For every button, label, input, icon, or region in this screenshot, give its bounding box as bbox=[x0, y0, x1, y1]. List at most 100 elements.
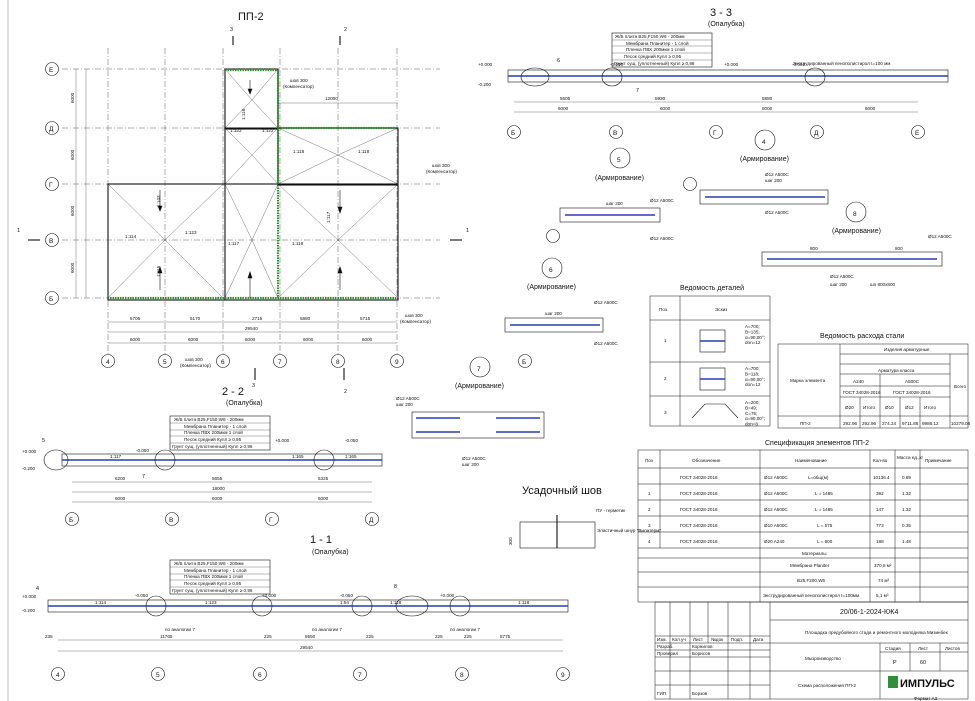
layer: Мембрана Планитер - 1 слой bbox=[184, 423, 247, 429]
details-head: Эскиз bbox=[715, 307, 727, 312]
tb-role: ГИП bbox=[657, 691, 666, 696]
level-mark: +0.000 bbox=[275, 438, 290, 443]
steel-cell: 9711.88 bbox=[902, 421, 919, 426]
company-name: ИМПУЛЬС bbox=[900, 678, 955, 690]
dim: 5775 bbox=[500, 634, 511, 639]
dim: 5930 bbox=[655, 96, 666, 101]
slope-label: 1:118 bbox=[293, 149, 305, 154]
company-logo: ИМПУЛЬС bbox=[888, 676, 955, 690]
section-2-2: 2 - 2 (Опалубка) Ж/Б плита В25,F150,W6 -… bbox=[22, 386, 383, 526]
axis: 5 bbox=[156, 672, 160, 679]
steel-sub: Ø12 bbox=[905, 405, 914, 410]
spec-len: L = 600 bbox=[817, 539, 833, 544]
tb-stage-h: Стадия bbox=[885, 646, 901, 651]
level-mark: +0.000 bbox=[262, 593, 277, 598]
dim-left: 6000 bbox=[70, 205, 75, 216]
axis: 7 bbox=[358, 672, 362, 679]
dim-total: 29540 bbox=[245, 326, 258, 331]
level-mark: +0.000 bbox=[22, 449, 37, 454]
dim-left: 6000 bbox=[70, 149, 75, 160]
tb-project: Площадка предубойного стада и ремонтного… bbox=[805, 629, 949, 635]
tb-head: Кол.уч bbox=[672, 637, 686, 642]
dim-bottom: 5705 bbox=[130, 316, 141, 321]
material-name: Мембрана Planiter bbox=[790, 563, 830, 568]
tb-role: Разраб. bbox=[657, 644, 674, 649]
level-mark: -0.050 bbox=[136, 448, 149, 453]
spec-pos: 2 bbox=[648, 507, 651, 512]
spec-name: Ø10 A500C bbox=[764, 523, 788, 528]
cut-2-top: 2 bbox=[344, 27, 347, 33]
plan-title: ПП-2 bbox=[238, 11, 264, 23]
steel-cell: 292.96 bbox=[862, 421, 876, 426]
layer: Ж/Б плита В25,F150,W6 - 200мм bbox=[615, 34, 685, 39]
slope-label: 1:165 bbox=[292, 454, 304, 459]
details-title: Ведомость деталей bbox=[680, 284, 744, 292]
spec-qty: 392 bbox=[876, 491, 884, 496]
steel-cell: 274.24 bbox=[882, 421, 896, 426]
spec-qty: 147 bbox=[876, 507, 884, 512]
spec-code: ГОСТ 34028-2016 bbox=[680, 539, 718, 544]
dim-bottom: 5715 bbox=[360, 316, 371, 321]
tb-person: Корнилов bbox=[692, 644, 713, 649]
dim: 11765 bbox=[160, 634, 173, 639]
joint-note-sub: (Компенсатор) bbox=[400, 319, 431, 324]
materials-header: Материалы bbox=[802, 551, 827, 556]
sec33-title: 3 - 3 bbox=[710, 7, 732, 19]
bar-note: Ø12 A500C bbox=[765, 172, 789, 177]
dim-axis: 6000 bbox=[303, 337, 314, 342]
axis: Д bbox=[369, 517, 374, 524]
detail-num: 7 bbox=[477, 366, 481, 373]
dim-axis: 6000 bbox=[558, 106, 569, 111]
axis: Г bbox=[269, 517, 273, 524]
tb-head: Дата bbox=[753, 637, 764, 642]
slope-label: 1:114 bbox=[125, 234, 137, 239]
callout-4: 4 bbox=[36, 586, 39, 592]
layer: Мембрана Планитер - 1 слой bbox=[184, 567, 247, 573]
bar-step: шаг 200 bbox=[830, 282, 847, 287]
tb-code: 20/06-1-2024-КЖ4 bbox=[840, 609, 899, 616]
spec-name: Ø12 A500C bbox=[764, 475, 788, 480]
bar-step: шаг 200 bbox=[396, 402, 413, 407]
slope-label: 1:118 bbox=[358, 149, 370, 154]
axis-col-5: 5 bbox=[163, 359, 167, 366]
bar-note: Ø12 A500C bbox=[594, 341, 618, 346]
dim-bottom: 6170 bbox=[190, 316, 201, 321]
detail-num: 6 bbox=[549, 267, 553, 274]
dim: 6200 bbox=[115, 476, 126, 481]
material-qty: 5,1 м³ bbox=[876, 593, 889, 598]
bar-note: Ø12 A500C bbox=[650, 236, 674, 241]
slope-label: 1:54 bbox=[340, 600, 349, 605]
bar-note: Ø12 A500C bbox=[650, 198, 674, 203]
axis: В bbox=[169, 517, 173, 524]
level-mark: -0.200 bbox=[478, 82, 491, 87]
axis: Д bbox=[814, 130, 819, 137]
detail-5: 5 (Армирование) Ø12 A500C Ø12 A500C шаг … bbox=[546, 147, 674, 243]
callout-7: 7 bbox=[142, 474, 145, 480]
bar-step: шаг 200 bbox=[462, 462, 479, 467]
callout-5: 5 bbox=[42, 438, 45, 444]
layer: Песок средний Купл ≥ 0,95 bbox=[184, 436, 242, 442]
spec-qty: 10136.4 bbox=[873, 475, 890, 480]
tb-role: Проверил bbox=[657, 651, 678, 656]
steel-col: Марка элемента bbox=[790, 378, 826, 383]
dim-bottom: 2715 bbox=[252, 316, 263, 321]
axis-col-4: 4 bbox=[106, 359, 110, 366]
dim-axis: 6000 bbox=[245, 337, 256, 342]
dim-axis: 6000 bbox=[318, 496, 329, 501]
steel-sub: Итого bbox=[863, 405, 875, 410]
dim-axis: 6000 bbox=[865, 106, 876, 111]
steel-title: Ведомость расхода стали bbox=[820, 333, 904, 340]
level-mark: -0.050 bbox=[135, 593, 148, 598]
sec11-subtitle: (Опалубка) bbox=[312, 548, 349, 556]
slope-label: 1:114 bbox=[95, 600, 107, 605]
layer: Песок средний Купл ≥ 0,95 bbox=[624, 53, 682, 59]
spec-len: L=общ(м) bbox=[808, 475, 829, 480]
layer: Грунт сущ. (уплотненный) Купл ≥ 0,96 bbox=[614, 60, 695, 66]
tb-sheet-h: Лист bbox=[918, 646, 929, 651]
spec-pos: 3 bbox=[648, 523, 651, 528]
cut-1-right: 1 bbox=[466, 228, 469, 234]
dim: 5880 bbox=[762, 96, 773, 101]
axis-col-9: 9 bbox=[395, 359, 399, 366]
steel-sub: Ø20 bbox=[845, 405, 854, 410]
spec-name: Ø12 A500C bbox=[764, 491, 788, 496]
